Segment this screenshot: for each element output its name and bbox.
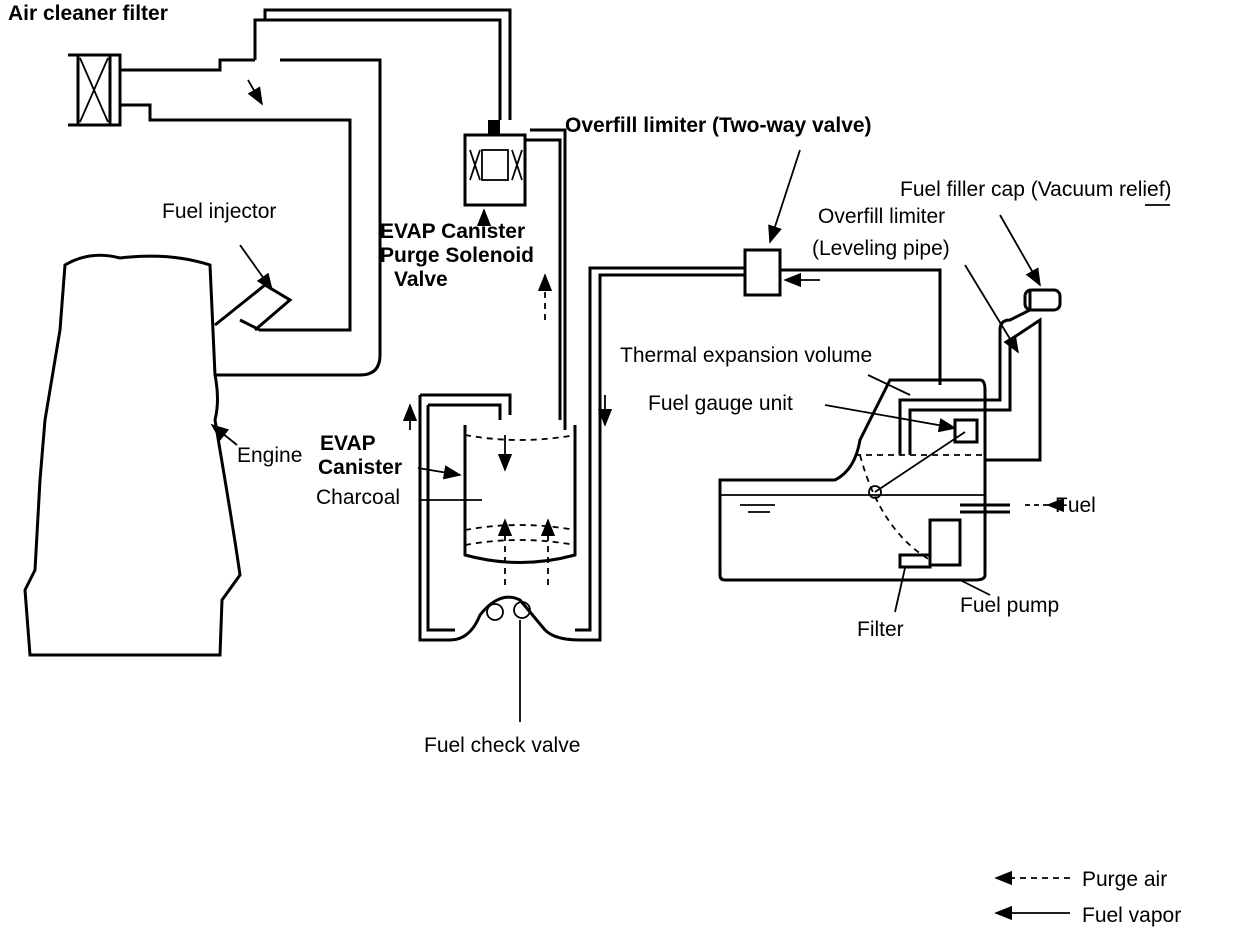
engine (23, 253, 242, 657)
evap-canister (402, 266, 745, 642)
label-purge-valve-1: EVAP Canister (380, 220, 525, 243)
label-air-cleaner-filter: Air cleaner filter (8, 2, 168, 25)
label-thermal-expansion: Thermal expansion volume (620, 344, 872, 367)
purge-solenoid-valve (463, 120, 567, 430)
legend: Purge air Fuel vapor (994, 868, 1181, 927)
label-engine: Engine (237, 444, 302, 467)
label-evap-canister-1: EVAP (320, 432, 376, 455)
label-purge-valve-3: Valve (394, 268, 448, 291)
label-fuel-filler-cap: Fuel filler cap (Vacuum relief) (900, 178, 1172, 201)
label-evap-canister-2: Canister (318, 456, 402, 479)
fuel-tank (718, 204, 1170, 613)
label-overfill-two-way: Overfill limiter (Two-way valve) (565, 114, 872, 137)
two-way-valve (743, 149, 942, 385)
label-overfill-leveling-2: (Leveling pipe) (812, 237, 950, 260)
fuel-injector (214, 283, 293, 332)
label-fuel: Fuel (1055, 494, 1096, 517)
label-fuel-gauge-unit: Fuel gauge unit (648, 392, 793, 415)
label-fuel-check-valve: Fuel check valve (424, 734, 580, 757)
label-filter: Filter (857, 618, 904, 641)
air-cleaner (68, 8, 512, 377)
label-overfill-leveling-1: Overfill limiter (818, 205, 945, 228)
label-charcoal: Charcoal (316, 486, 400, 509)
legend-fuel-vapor: Fuel vapor (1082, 904, 1181, 927)
legend-purge-air: Purge air (1082, 868, 1167, 891)
label-fuel-pump: Fuel pump (960, 594, 1059, 617)
label-purge-valve-2: Purge Solenoid (380, 244, 534, 267)
label-fuel-injector: Fuel injector (162, 200, 276, 223)
